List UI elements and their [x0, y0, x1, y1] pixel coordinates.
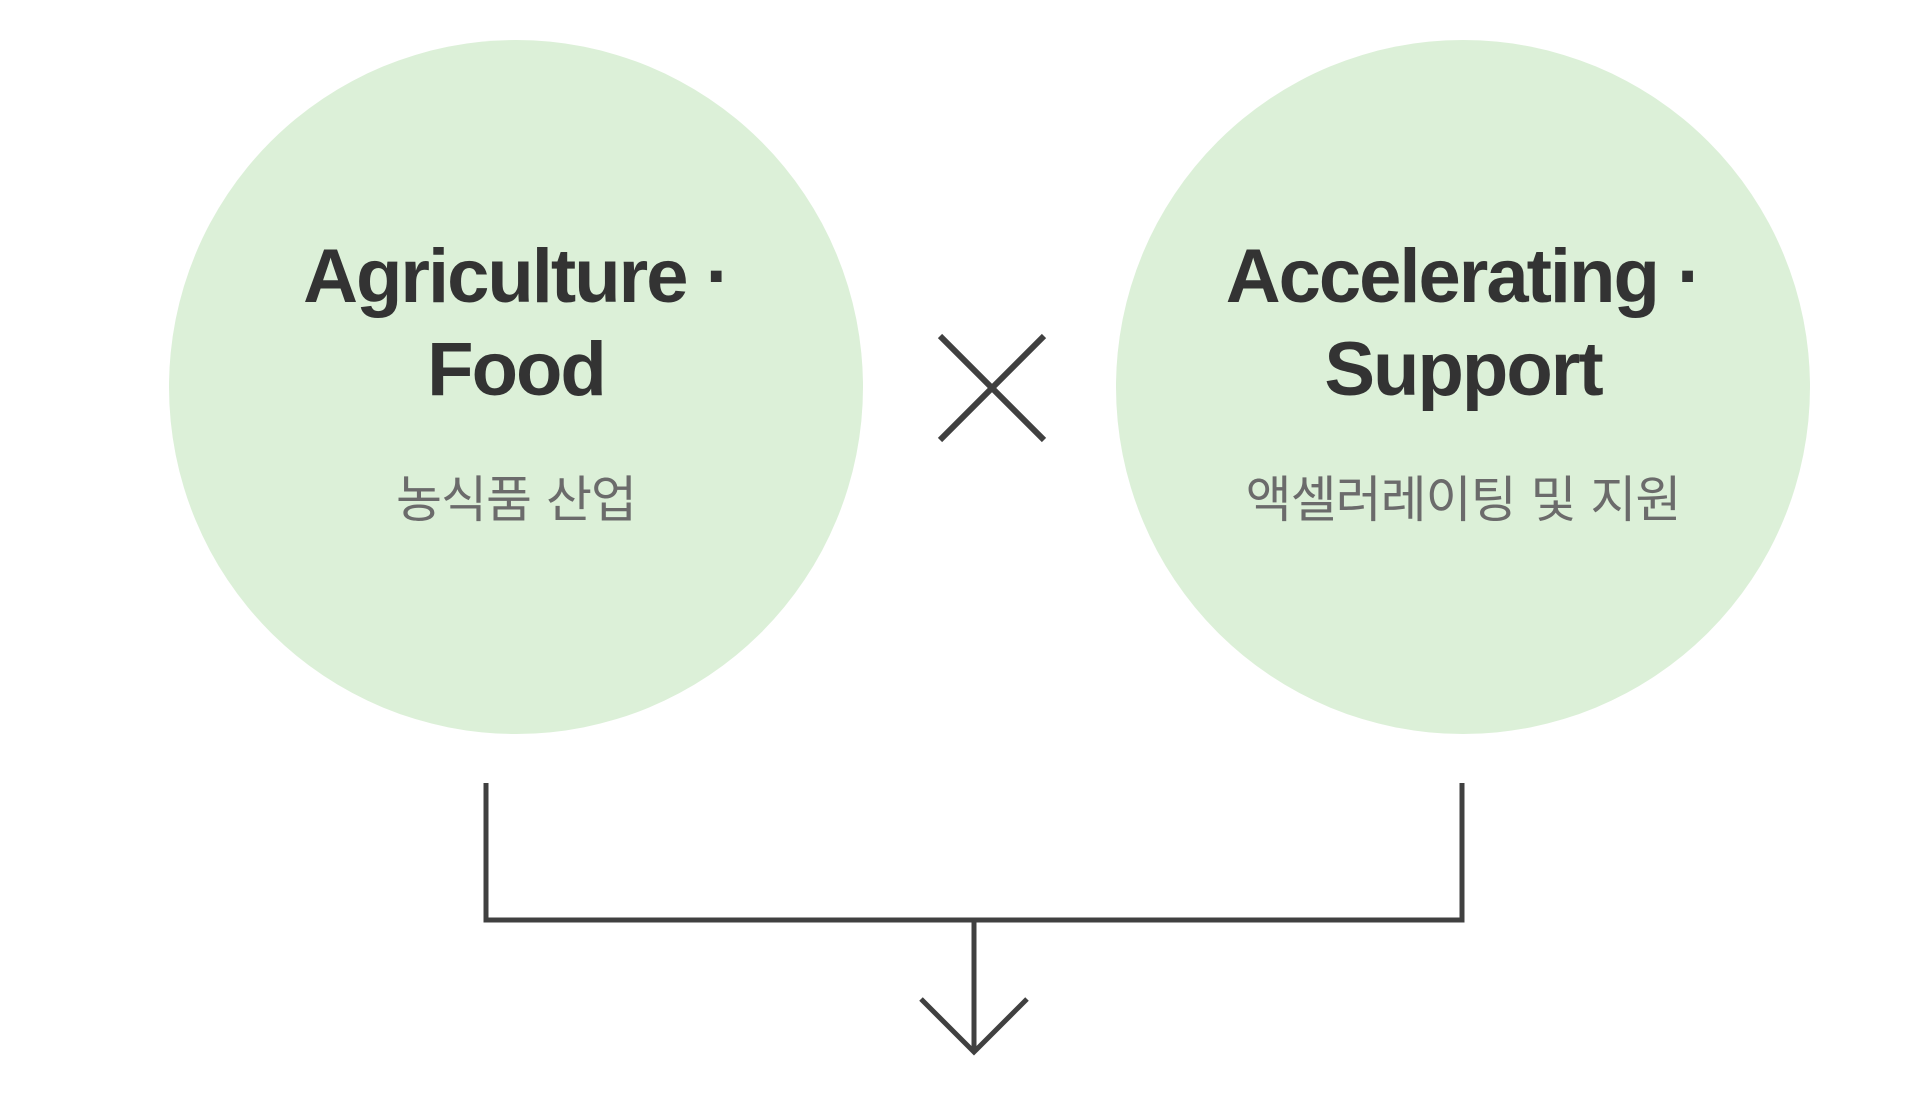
agriculture-food-title-line1: Agriculture · [303, 234, 731, 319]
down-arrow-icon [919, 997, 1029, 1056]
agriculture-food-title: Agriculture · Food [169, 230, 863, 416]
accelerating-support-title: Accelerating · Support [1116, 230, 1810, 416]
accelerating-support-circle: Accelerating · Support 액셀러레이팅 및 지원 [1116, 40, 1810, 734]
multiply-icon [937, 333, 1047, 443]
merge-bracket [483, 783, 1465, 1053]
agriculture-food-circle: Agriculture · Food 농식품 산업 [169, 40, 863, 734]
accelerating-support-title-line2: Support [1324, 327, 1603, 412]
agriculture-food-title-line2: Food [427, 327, 607, 412]
accelerating-support-title-line1: Accelerating · [1225, 234, 1703, 319]
accelerating-support-subtitle: 액셀러레이팅 및 지원 [1245, 471, 1682, 529]
agriculture-food-subtitle: 농식품 산업 [396, 471, 637, 529]
